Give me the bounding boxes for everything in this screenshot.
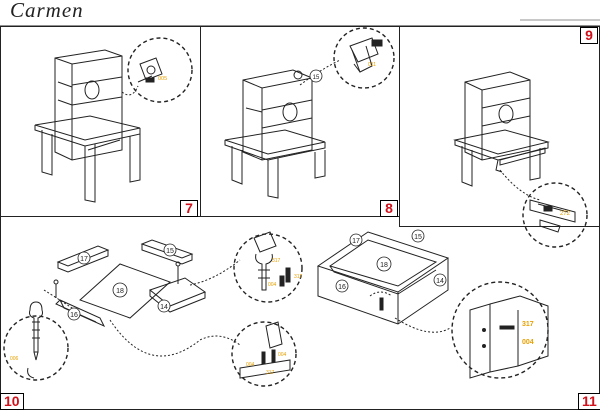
panel-7-zoom-circle	[127, 37, 193, 103]
panel-9-desk-drawing	[453, 71, 588, 248]
code-317-b: 317	[294, 274, 303, 280]
code-004-a: 004	[268, 282, 277, 288]
panel-8-desk-drawing	[224, 27, 395, 199]
part-16-label-a: 16	[70, 312, 78, 319]
part-14-label-b: 14	[436, 278, 444, 285]
code-317-c: 317	[266, 370, 275, 376]
code-317-d: 317	[522, 321, 534, 328]
panel-9-frame	[399, 26, 600, 227]
step-number-9: 9	[580, 27, 598, 44]
part-15-label-a: 15	[166, 248, 174, 255]
brand-title: Carmen	[10, 0, 84, 22]
panel-10-part-bubbles: 17 15 18 16 14	[67, 243, 177, 321]
code-011: 011	[368, 62, 376, 68]
step-number-8: 8	[380, 200, 398, 217]
panel-10-zoom-circle-3	[231, 321, 297, 387]
code-006: 006	[10, 356, 19, 362]
part-15-label-b: 15	[414, 234, 422, 241]
part-16-label-b: 16	[338, 284, 346, 291]
part-17-label-a: 17	[80, 256, 88, 263]
panel-10-zoom-circle-2	[233, 233, 303, 303]
code-004-c: 004	[246, 362, 255, 368]
panel-11-drawer-drawing	[316, 231, 549, 379]
panel-10-parts-drawing	[3, 231, 303, 387]
step-number-7: 7	[180, 200, 198, 217]
code-317-a: 317	[272, 258, 281, 264]
panel-10-codes: 006 317 317 004 004 004 317	[10, 258, 303, 376]
step-number-11: 11	[578, 393, 600, 410]
part-14-label-a: 14	[160, 304, 168, 311]
code-005: 005	[158, 76, 167, 82]
part-18-label-b: 18	[380, 262, 388, 269]
panel-8-frame	[200, 26, 400, 217]
code-004-d: 004	[522, 339, 534, 346]
step-number-10: 10	[0, 393, 24, 410]
part-18-label-a: 18	[116, 288, 124, 295]
panel-8-zoom-circle	[333, 27, 395, 89]
code-004-b: 004	[278, 352, 287, 358]
panel-11-part-bubbles: 17 15 18 16 14	[335, 229, 447, 293]
panel-11-codes: 317 004	[522, 321, 534, 346]
panel-9-zoom-circle	[522, 182, 588, 248]
part-17-label-b: 17	[352, 238, 360, 245]
panel-7-desk-drawing	[34, 37, 193, 203]
part-label-panel8: 15	[313, 75, 320, 81]
code-272: 272	[560, 211, 571, 217]
panel-10-zoom-circle-1	[3, 315, 69, 381]
panel-11-zoom-circle	[451, 281, 549, 379]
panel-7-frame	[0, 26, 201, 217]
